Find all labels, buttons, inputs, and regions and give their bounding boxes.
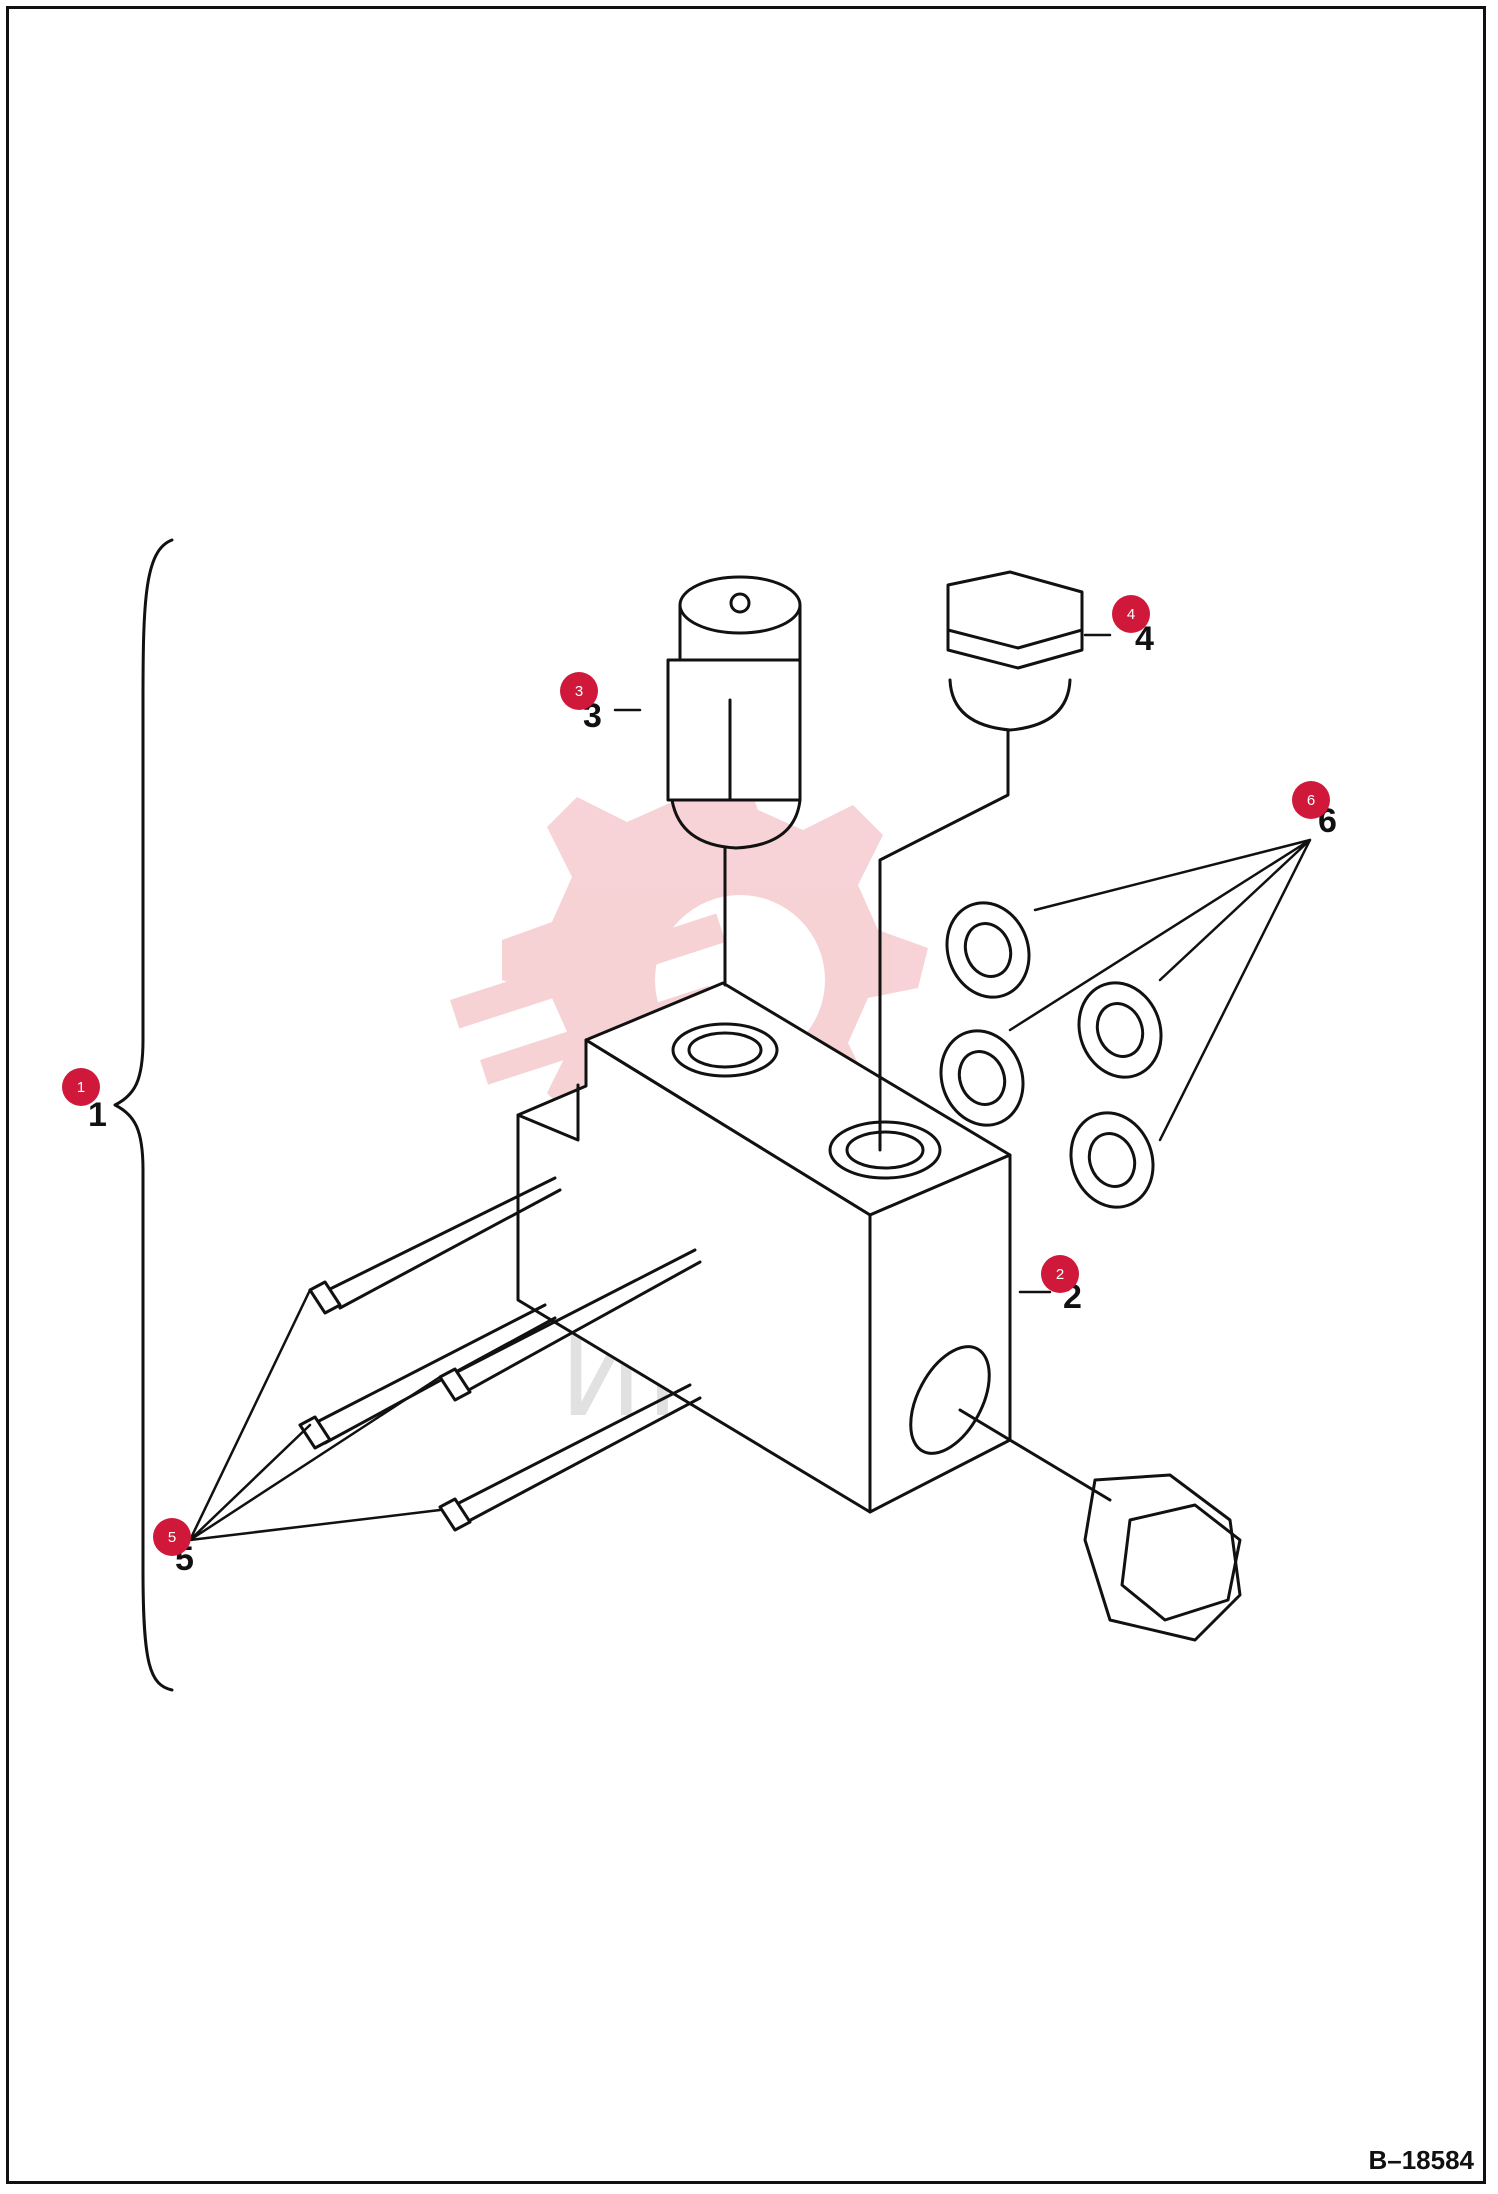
callout-badge-4[interactable]: 4 <box>1112 595 1150 633</box>
hex-plug-side <box>958 1408 1242 1642</box>
assembly-brace <box>113 538 174 1692</box>
leader-lines <box>188 633 1312 1542</box>
callout-badge-2[interactable]: 2 <box>1041 1255 1079 1293</box>
o-ring-seals <box>939 901 1163 1209</box>
svg-text:1: 1 <box>77 1079 85 1096</box>
svg-text:5: 5 <box>168 1529 176 1546</box>
mounting-bolts <box>298 1176 702 1532</box>
svg-text:2: 2 <box>1056 1266 1064 1283</box>
valve-cartridge <box>666 575 802 987</box>
callout-badge-3[interactable]: 3 <box>560 672 598 710</box>
ref-number-1: 1 <box>88 1096 107 1134</box>
svg-text:3: 3 <box>575 683 583 700</box>
callout-badges[interactable]: 1 2 3 4 5 6 <box>62 595 1330 1556</box>
hex-plug-top <box>878 570 1084 1152</box>
svg-text:6: 6 <box>1307 792 1315 809</box>
svg-text:4: 4 <box>1127 606 1135 623</box>
callout-badge-5[interactable]: 5 <box>153 1518 191 1556</box>
valve-body-block <box>516 981 1012 1514</box>
callout-badge-6[interactable]: 6 <box>1292 781 1330 819</box>
drawing-number: B–18584 <box>1368 2145 1474 2175</box>
callout-badge-1[interactable]: 1 <box>62 1068 100 1106</box>
